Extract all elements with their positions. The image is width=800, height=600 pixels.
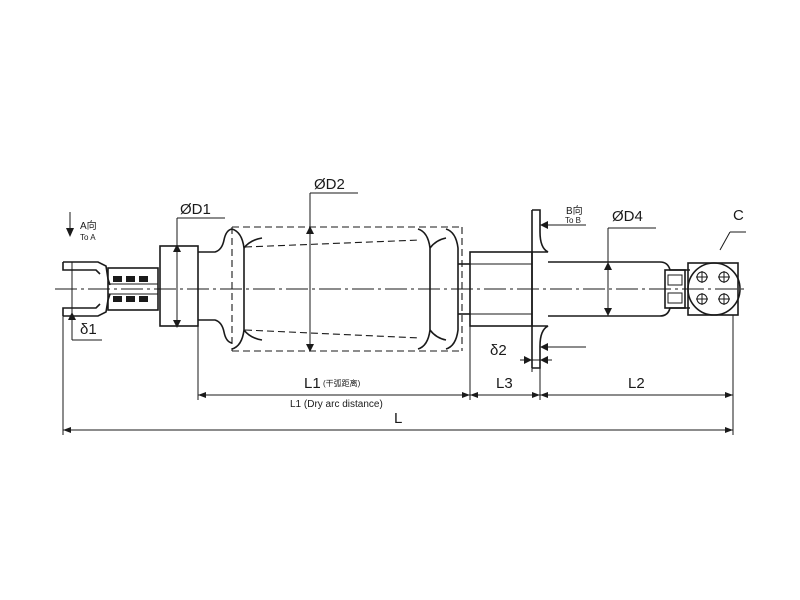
l2-label: L2 bbox=[628, 375, 645, 392]
d2-dimension: ØD2 bbox=[306, 176, 358, 352]
a-direction-label: A向 bbox=[80, 219, 97, 232]
d2-label: ØD2 bbox=[314, 176, 345, 193]
delta1-label: δ1 bbox=[80, 321, 97, 338]
l-label: L bbox=[394, 410, 402, 427]
length-dimensions: L1 (干弧距离) L1 (Dry arc distance) L3 L2 L bbox=[63, 315, 734, 435]
a-direction-marker: A向 To A bbox=[66, 212, 97, 242]
delta2-label: δ2 bbox=[490, 342, 507, 359]
terminal-bolt-holes bbox=[696, 271, 730, 305]
b-direction-marker: B向 To B bbox=[540, 204, 586, 351]
c-label: C bbox=[733, 207, 744, 224]
l1-cn-label: (干弧距离) bbox=[323, 378, 361, 388]
left-flange: ØD1 bbox=[159, 201, 225, 328]
d1-label: ØD1 bbox=[180, 201, 211, 218]
clevis-fitting bbox=[62, 261, 159, 317]
terminal-pad: C bbox=[664, 207, 746, 316]
shed-right-1 bbox=[417, 228, 431, 350]
b-direction-label: B向 bbox=[566, 204, 583, 217]
shed-left bbox=[231, 228, 245, 350]
delta1-dimension: δ1 bbox=[62, 312, 102, 435]
l1-en-label: L1 (Dry arc distance) bbox=[290, 399, 383, 410]
d4-label: ØD4 bbox=[612, 208, 643, 225]
delta2-dimension: δ2 bbox=[490, 340, 552, 372]
to-a-label: To A bbox=[80, 233, 96, 242]
l3-label: L3 bbox=[496, 375, 513, 392]
shed-right-2 bbox=[445, 228, 459, 350]
l1-label: L1 bbox=[304, 375, 321, 392]
to-b-label: To B bbox=[565, 216, 581, 225]
insulator-body bbox=[198, 226, 470, 352]
